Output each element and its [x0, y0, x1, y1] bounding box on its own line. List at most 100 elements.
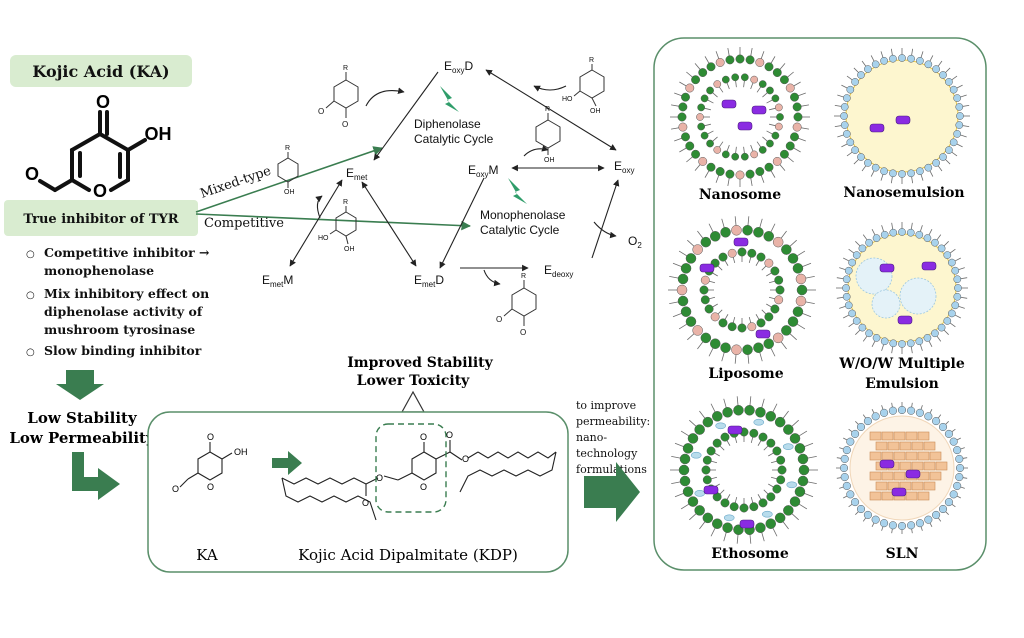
- multiple-emulsion-graphic: [836, 222, 968, 354]
- lipid-head: [750, 75, 759, 84]
- lipid-head: [749, 428, 759, 438]
- lipid-brick: [887, 441, 900, 451]
- lipid-head: [842, 446, 851, 455]
- atom-o: O: [462, 454, 469, 464]
- atom-r: R: [285, 145, 290, 152]
- lipid-brick: [881, 471, 894, 481]
- lipid-head: [872, 334, 881, 342]
- ka-subtitle-box: [4, 200, 198, 236]
- inner-droplet: [899, 277, 937, 315]
- lipid-head: [682, 443, 694, 454]
- atom-r: R: [521, 273, 526, 280]
- diphenolase-label-2: Catalytic Cycle: [414, 132, 494, 146]
- lipid-brick: [881, 491, 894, 501]
- lipid-head: [764, 258, 774, 268]
- atom-o: O: [520, 328, 526, 337]
- lipid-head: [680, 263, 692, 274]
- lipid-head: [923, 234, 932, 242]
- lipid-head: [770, 304, 780, 314]
- bullet-1-line-2: monophenolase: [44, 263, 154, 278]
- lipid-head: [897, 521, 907, 531]
- lipid-head: [937, 244, 946, 253]
- lipid-head: [702, 455, 712, 465]
- lipid-head: [851, 429, 860, 438]
- lipid-head: [692, 325, 703, 336]
- lipid-head: [713, 80, 722, 88]
- lipid-head: [733, 405, 744, 416]
- lipid-head: [720, 432, 730, 442]
- drug-molecule: [733, 237, 749, 247]
- lipid-head: [789, 496, 801, 507]
- lipid-head: [740, 73, 749, 82]
- lipid-brick: [881, 431, 894, 441]
- quinone-bottom: [503, 280, 537, 326]
- lipid-head: [793, 112, 803, 122]
- drug-molecule: [879, 459, 895, 469]
- lipid-head: [931, 238, 939, 247]
- lipid-head: [731, 73, 740, 82]
- lipid-head: [865, 238, 873, 247]
- lipid-head: [772, 68, 782, 78]
- lipid-head: [955, 454, 964, 463]
- lipid-head: [846, 85, 855, 94]
- ethanol-vesicle: [723, 514, 735, 522]
- lipid-head: [735, 170, 745, 180]
- lipid-head: [721, 75, 730, 84]
- lipid-head: [842, 284, 850, 292]
- lipid-head: [727, 322, 737, 332]
- drug-molecule: [905, 469, 921, 479]
- lipid-head: [948, 258, 956, 267]
- lipid-head: [694, 505, 705, 516]
- atom-o: O: [207, 432, 214, 442]
- lipid-head: [797, 475, 809, 487]
- lipid-head: [763, 338, 774, 349]
- lipid-head: [871, 60, 880, 69]
- lipid-head: [944, 429, 953, 438]
- bullet-2: Mix inhibitory effect on diphenolase act…: [44, 286, 214, 337]
- lipid-head: [889, 339, 898, 348]
- lipid-head: [871, 515, 880, 524]
- lipid-head: [953, 130, 962, 138]
- triangle-marker-icon: [400, 390, 426, 413]
- state-sub: met: [270, 280, 284, 289]
- ka-title: Kojic Acid (KA): [32, 62, 169, 81]
- lipid-head: [774, 416, 786, 428]
- lipid-head: [842, 94, 851, 102]
- lipid-head: [915, 337, 924, 346]
- lipid-head: [880, 56, 888, 65]
- state-main: E: [414, 273, 422, 287]
- oxygen-label: O2: [628, 234, 642, 250]
- formulation-label-multiple-emulsion: W/O/W Multiple: [838, 356, 965, 372]
- drug-molecule: [895, 115, 911, 125]
- problem-line-1: Low Stability: [27, 409, 138, 427]
- lipid-head: [677, 273, 689, 285]
- lipid-head: [691, 149, 701, 159]
- lipid-head: [772, 484, 782, 494]
- monophenolase-label-1: Monophenolase: [480, 208, 566, 222]
- lipid-head: [699, 285, 709, 295]
- state-eoxyd: EoxyD: [444, 59, 473, 75]
- lipid-head: [792, 102, 802, 112]
- quinone-top-left: [325, 72, 359, 118]
- lipid-head: [753, 342, 764, 353]
- inner-droplet: [855, 257, 893, 295]
- lipid-head: [720, 227, 731, 238]
- lipid-brick: [905, 431, 918, 441]
- oxygen-sub: 2: [637, 241, 642, 250]
- lipid-head: [772, 332, 784, 344]
- lipid-head: [777, 465, 787, 475]
- lipid-head: [939, 71, 947, 79]
- lipid-head: [864, 65, 872, 73]
- lipid-brick: [893, 431, 906, 441]
- lipid-head: [710, 231, 721, 242]
- lipid-brick: [899, 441, 912, 451]
- lipid-head: [932, 65, 940, 73]
- state-main: E: [544, 263, 552, 277]
- problem-line-2: Low Permeability: [9, 429, 156, 447]
- lipid-head: [840, 473, 849, 482]
- atom-oh: OH: [284, 189, 295, 196]
- lipid-head: [731, 344, 742, 355]
- state-main: E: [468, 163, 476, 177]
- drug-molecule: [703, 485, 719, 495]
